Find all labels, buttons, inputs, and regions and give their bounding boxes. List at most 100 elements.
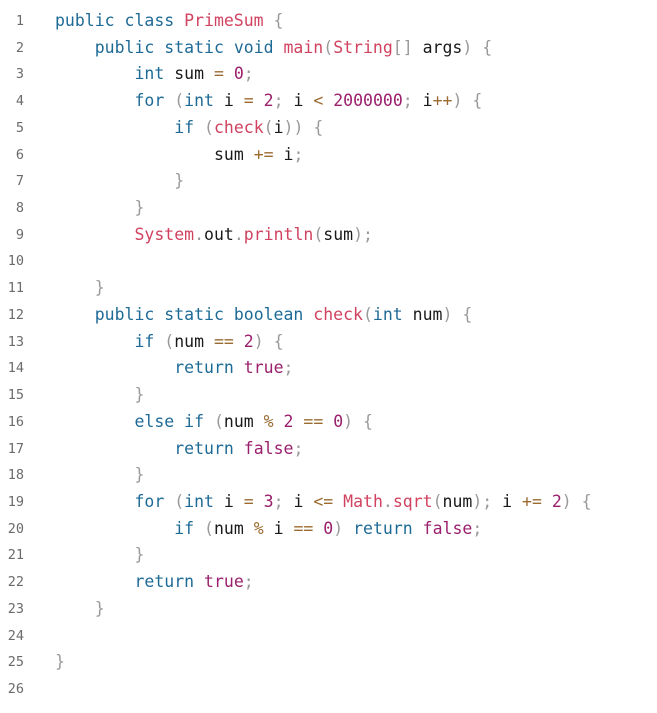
code-line[interactable]: 16 else if (num % 2 == 0) { (0, 409, 657, 436)
code-token: ( (164, 331, 175, 351)
code-text[interactable]: } (55, 382, 144, 409)
code-token: return (174, 358, 244, 378)
code-token: args (422, 37, 463, 57)
code-line[interactable]: 3 int sum = 0; (0, 61, 657, 88)
code-line[interactable]: 22 return true; (0, 569, 657, 596)
code-line[interactable]: 25} (0, 649, 657, 676)
code-line[interactable]: 15 } (0, 382, 657, 409)
line-number: 4 (15, 93, 24, 110)
code-line[interactable]: 8 } (0, 195, 657, 222)
code-text[interactable]: } (55, 275, 105, 302)
code-text[interactable]: } (55, 596, 105, 623)
code-token: 2 (551, 491, 562, 511)
code-token: } (134, 465, 145, 485)
code-token: return (353, 518, 423, 538)
code-text[interactable]: public static boolean check(int num) { (55, 302, 473, 329)
code-line[interactable]: 10 (0, 248, 657, 275)
code-text[interactable]: else if (num % 2 == 0) { (55, 409, 372, 436)
code-text[interactable]: for (int i = 3; i <= Math.sqrt(num); i +… (55, 489, 591, 516)
code-line[interactable]: 6 sum += i; (0, 142, 657, 169)
code-text[interactable]: } (55, 542, 144, 569)
code-token (55, 385, 134, 404)
code-token (55, 38, 95, 57)
code-token: 0 (323, 518, 334, 538)
code-line[interactable]: 19 for (int i = 3; i <= Math.sqrt(num); … (0, 489, 657, 516)
code-line[interactable]: 20 if (num % i == 0) return false; (0, 516, 657, 543)
code-text[interactable]: } (55, 195, 144, 222)
line-number: 12 (7, 306, 24, 323)
code-token: } (174, 171, 185, 191)
line-number: 3 (15, 66, 24, 83)
code-line[interactable]: 18 } (0, 462, 657, 489)
code-text[interactable]: int sum = 0; (55, 61, 254, 88)
code-token: . (194, 224, 205, 244)
code-text[interactable]: } (55, 462, 144, 489)
code-text[interactable]: return false; (55, 436, 303, 463)
code-token: ( (263, 117, 274, 137)
code-token: num (442, 491, 473, 511)
code-line[interactable]: 7 } (0, 168, 657, 195)
code-text[interactable]: if (num == 2) { (55, 329, 283, 356)
code-token: ; (402, 91, 423, 111)
line-number: 10 (7, 253, 24, 270)
code-token: num (223, 411, 264, 431)
code-token: Math (343, 491, 383, 511)
code-token: if (134, 331, 165, 351)
code-line[interactable]: 11 } (0, 275, 657, 302)
code-line[interactable]: 24 (0, 623, 657, 650)
code-line[interactable]: 26 (0, 676, 657, 703)
code-token: ( (323, 37, 334, 57)
code-token: i (293, 491, 314, 511)
code-text[interactable]: } (55, 168, 184, 195)
code-token: . (382, 491, 393, 511)
code-text[interactable]: if (check(i)) { (55, 115, 323, 142)
code-token: else if (134, 411, 214, 431)
code-line[interactable]: 17 return false; (0, 436, 657, 463)
code-text[interactable]: public class PrimeSum { (55, 8, 284, 35)
code-token: i (283, 144, 294, 164)
code-token: += (522, 491, 552, 511)
code-token: ( (204, 518, 214, 538)
code-text[interactable]: return true; (55, 569, 253, 596)
code-token: false (243, 438, 294, 458)
code-token: 2 (283, 411, 304, 431)
code-token: sum (323, 224, 354, 244)
code-text[interactable]: System.out.println(sum); (55, 222, 372, 249)
code-token (55, 225, 134, 244)
code-token: = (243, 91, 264, 111)
code-line[interactable]: 1 public class PrimeSum { (0, 8, 657, 35)
code-token (55, 278, 95, 297)
code-line[interactable]: 13 if (num == 2) { (0, 329, 657, 356)
code-token: int (184, 91, 224, 111)
code-token: ; (293, 438, 304, 458)
code-token: ; (243, 64, 254, 84)
code-token: ; (273, 491, 294, 511)
code-token: ( (174, 491, 185, 511)
code-text[interactable]: return true; (55, 355, 293, 382)
code-token: 2000000 (333, 91, 403, 111)
line-number: 7 (15, 173, 24, 190)
code-line[interactable]: 14 return true; (0, 355, 657, 382)
code-token: sqrt (392, 491, 433, 511)
code-token: int (184, 491, 224, 511)
code-line[interactable]: 9 System.out.println(sum); (0, 222, 657, 249)
code-token: } (134, 385, 145, 405)
code-token: } (55, 652, 65, 672)
code-line[interactable]: 23 } (0, 596, 657, 623)
code-line[interactable]: 12 public static boolean check(int num) … (0, 302, 657, 329)
code-line[interactable]: 21 } (0, 542, 657, 569)
code-text[interactable]: public static void main(String[] args) { (55, 35, 492, 62)
code-token: < (313, 91, 334, 111)
code-text[interactable]: sum += i; (55, 142, 303, 169)
code-token: ( (204, 117, 214, 137)
line-number: 1 (15, 13, 24, 29)
line-number: 5 (15, 119, 24, 136)
code-token: false (422, 518, 473, 538)
code-line[interactable]: 2 public static void main(String[] args)… (0, 35, 657, 62)
code-text[interactable]: } (55, 649, 65, 676)
code-line[interactable]: 5 if (check(i)) { (0, 115, 657, 142)
code-text[interactable]: for (int i = 2; i < 2000000; i++) { (55, 88, 482, 115)
code-line[interactable]: 4 for (int i = 2; i < 2000000; i++) { (0, 88, 657, 115)
code-text[interactable]: if (num % i == 0) return false; (55, 516, 482, 543)
